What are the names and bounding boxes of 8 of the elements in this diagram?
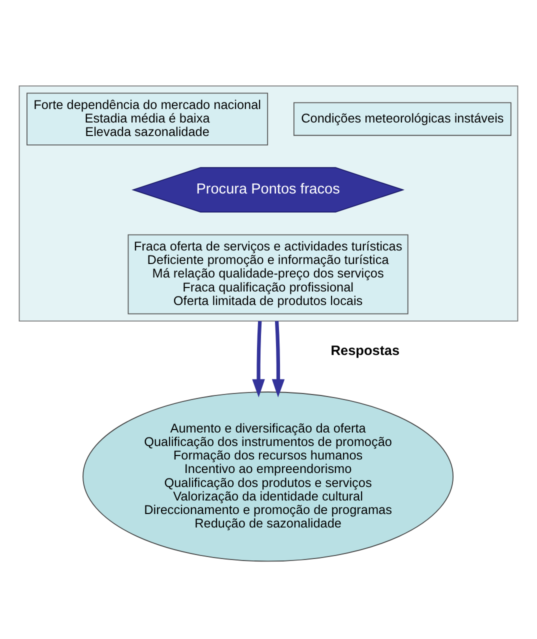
label: Respostas — [330, 342, 400, 358]
arrow — [252, 320, 265, 397]
cluster — [18, 84, 518, 321]
node-ellipse: Aumento e diversificação da oferta Qualificação dos instrumentos de promoção Formação dos recursos humanos Incentivo ao empreendorismo Qualificação dos produtos e serviços Valorização da identidade cultural Direccionamento e promoção de programas Redução de sazonalidade — [82, 391, 454, 562]
node-box: Fraca oferta de serviços e actividades turísticas Deficiente promoção e informação turística Má relação qualidade-preço dos serviços Fraca qualificação profissional Oferta limitada de produtos locais — [128, 234, 408, 314]
node-box: Forte dependência do mercado nacional Estadia média é baixa Elevada sazonalidade — [26, 92, 268, 145]
node-box: Condições meteorológicas instáveis — [293, 102, 512, 136]
arrow — [272, 320, 285, 397]
